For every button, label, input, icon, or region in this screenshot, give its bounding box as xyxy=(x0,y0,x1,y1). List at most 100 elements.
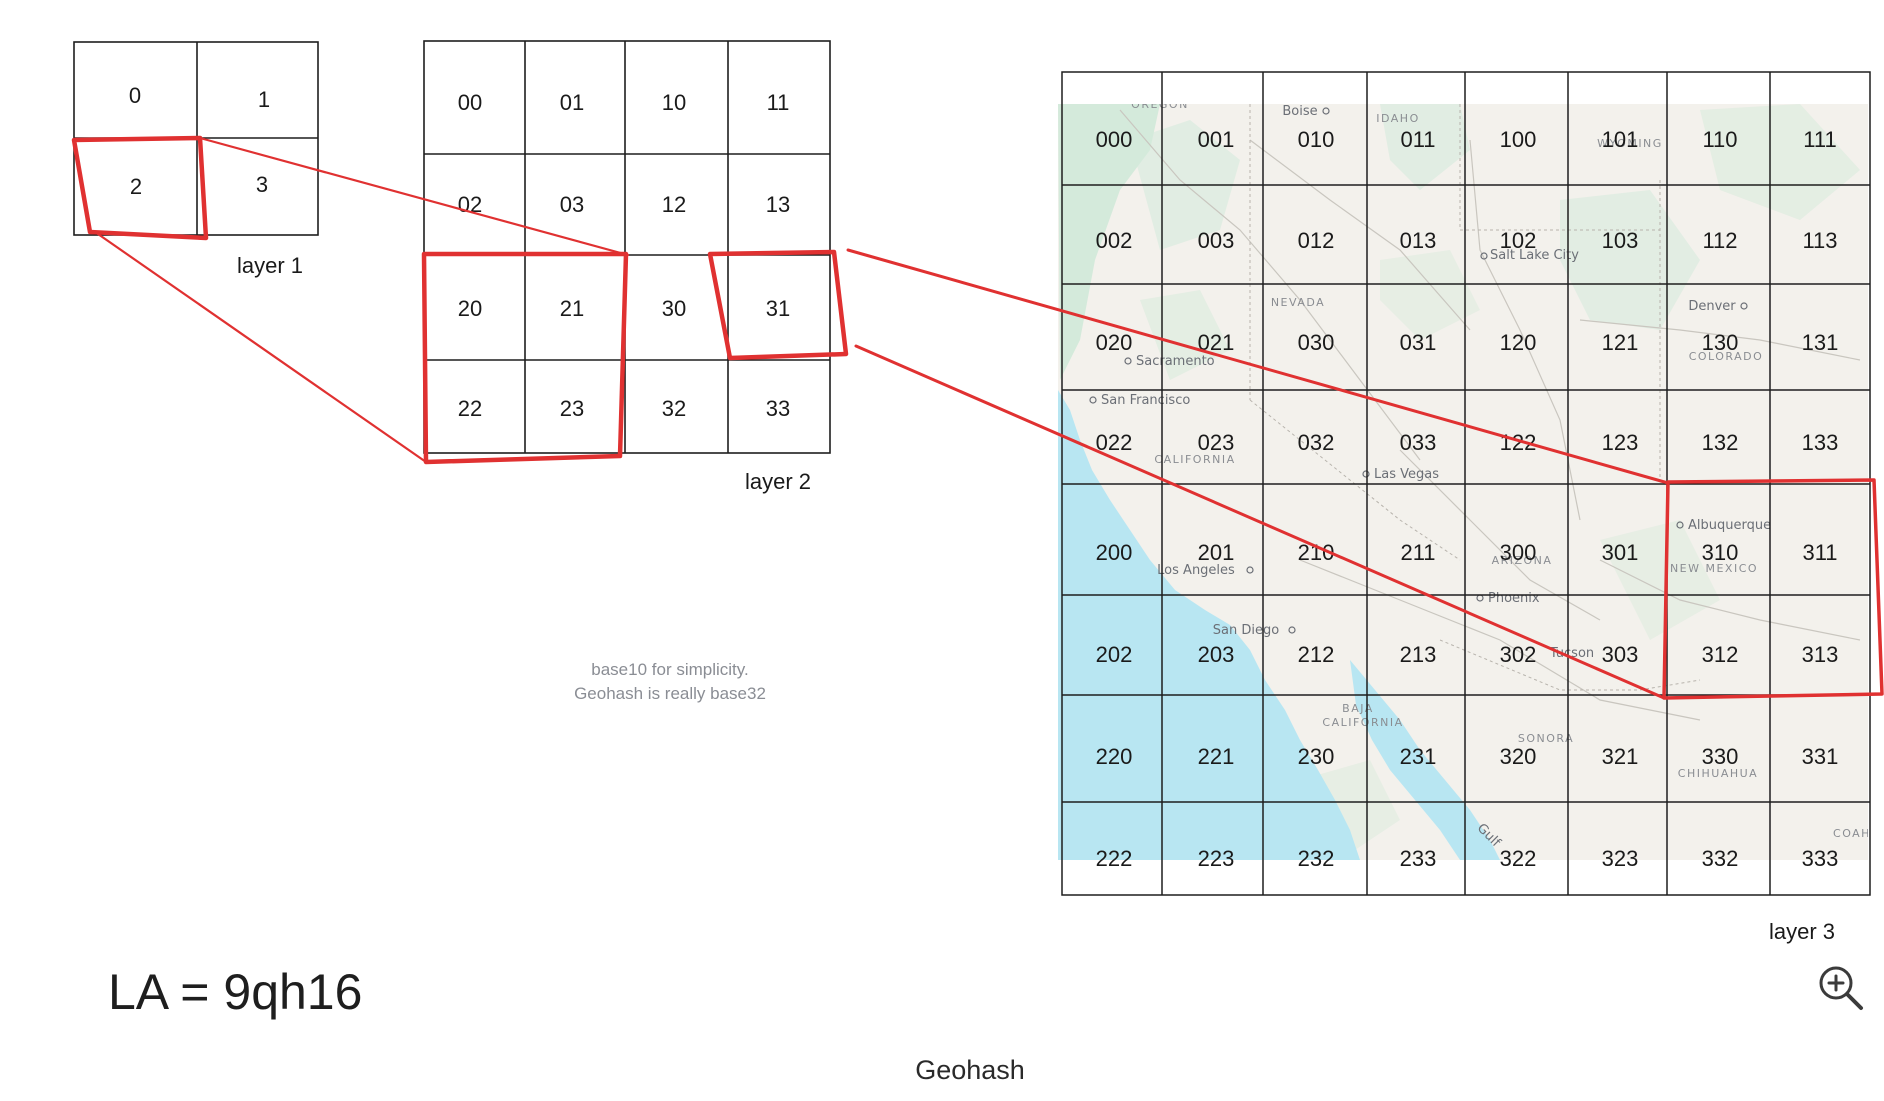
layer-3-cell-label: 312 xyxy=(1702,642,1739,667)
svg-text:NEVADA: NEVADA xyxy=(1271,296,1325,309)
layer-1-highlight-box xyxy=(71,135,209,241)
layer-3-cell-label: 013 xyxy=(1400,228,1437,253)
layer-3-cell-label: 131 xyxy=(1802,330,1839,355)
layer-2-cell-label: 32 xyxy=(662,396,686,421)
svg-text:CHIHUAHUA: CHIHUAHUA xyxy=(1678,767,1758,780)
layer-3-cell-label: 310 xyxy=(1702,540,1739,565)
svg-text:CALIFORNIA: CALIFORNIA xyxy=(1154,453,1235,466)
layer-3-cell-label: 331 xyxy=(1802,744,1839,769)
connector-line xyxy=(96,232,428,464)
connector-line xyxy=(846,248,1670,485)
layer-2-cell-label: 11 xyxy=(767,90,790,115)
layer-3-cell-label: 330 xyxy=(1702,744,1739,769)
layer-3-cell-label: 022 xyxy=(1096,430,1133,455)
svg-text:Las Vegas: Las Vegas xyxy=(1374,467,1439,482)
layer-3-cell-label: 031 xyxy=(1400,330,1437,355)
layer-3-cell-label: 033 xyxy=(1400,430,1437,455)
svg-text:COAH: COAH xyxy=(1833,827,1871,840)
svg-text:Albuquerque: Albuquerque xyxy=(1688,518,1771,533)
layer-3-cell-label: 100 xyxy=(1500,127,1537,152)
layer-3-cell-label: 223 xyxy=(1198,846,1235,871)
svg-text:COLORADO: COLORADO xyxy=(1689,350,1764,363)
layer-3-cell-label: 201 xyxy=(1198,540,1235,565)
layer-3-cell-label: 032 xyxy=(1298,430,1335,455)
svg-text:San Diego: San Diego xyxy=(1213,623,1279,638)
layer-3-cell-label: 232 xyxy=(1298,846,1335,871)
layer-3-cell-label: 212 xyxy=(1298,642,1335,667)
layer-2-cell-label: 23 xyxy=(560,396,584,421)
svg-text:Denver: Denver xyxy=(1688,299,1736,314)
highlight-annotations xyxy=(71,135,1884,700)
layer-3-cell-label: 113 xyxy=(1802,228,1837,253)
svg-text:Sacramento: Sacramento xyxy=(1136,354,1215,369)
layer-3-cell-label: 010 xyxy=(1298,127,1335,152)
svg-text:Phoenix: Phoenix xyxy=(1488,591,1540,606)
svg-text:NEW MEXICO: NEW MEXICO xyxy=(1670,562,1758,575)
layer-3-cell-label: 300 xyxy=(1500,540,1537,565)
layer-3-cell-label: 132 xyxy=(1702,430,1739,455)
layer-2-cell-label: 30 xyxy=(662,296,686,321)
layer-3-cell-label: 111 xyxy=(1803,127,1836,152)
layer-2-cell-label: 00 xyxy=(458,90,482,115)
layer-3-cell-label: 321 xyxy=(1602,744,1639,769)
layer-3-cell-label: 301 xyxy=(1602,540,1639,565)
zoom-in-icon[interactable] xyxy=(1816,963,1866,1013)
layer-3-cell-label: 023 xyxy=(1198,430,1235,455)
layer-3-cell-label: 333 xyxy=(1802,846,1839,871)
layer-3-cell-label: 213 xyxy=(1400,642,1437,667)
layer-3-cell-label: 323 xyxy=(1602,846,1639,871)
svg-text:BAJA: BAJA xyxy=(1342,702,1374,715)
layer-3-cell-label: 230 xyxy=(1298,744,1335,769)
layer-3-cell-label: 123 xyxy=(1602,430,1639,455)
connector-line xyxy=(854,344,1666,700)
layer-3-cell-label: 303 xyxy=(1602,642,1639,667)
layer-3-cell-label: 102 xyxy=(1500,228,1537,253)
layer-2-label: layer 2 xyxy=(745,469,811,494)
layer-3-cell-label: 020 xyxy=(1096,330,1133,355)
layer-3-cell-label: 110 xyxy=(1702,127,1737,152)
connector-line xyxy=(198,136,630,257)
layer-2-cell-label: 22 xyxy=(458,396,482,421)
layer-3-cell-label: 332 xyxy=(1702,846,1739,871)
layer-2-cell-label: 33 xyxy=(766,396,790,421)
svg-text:ARIZONA: ARIZONA xyxy=(1492,554,1553,567)
layer-3-cell-label: 103 xyxy=(1602,228,1639,253)
svg-text:OREGON: OREGON xyxy=(1131,98,1189,111)
layer-2-cell-label: 10 xyxy=(662,90,686,115)
layer-3-cell-label: 121 xyxy=(1602,330,1639,355)
svg-text:San Francisco: San Francisco xyxy=(1101,393,1190,408)
layer-3-cell-label: 030 xyxy=(1298,330,1335,355)
layer-3-cell-label: 003 xyxy=(1198,228,1235,253)
layer-3-cell-label: 101 xyxy=(1602,127,1639,152)
layer-3-highlight-box xyxy=(1662,478,1884,700)
layer-3-cell-label: 221 xyxy=(1198,744,1235,769)
layer-2-highlight-box-31 xyxy=(707,249,849,361)
diagram-caption: Geohash xyxy=(915,1055,1025,1085)
layer-1-cell-label: 1 xyxy=(258,87,270,112)
layer-3-cell-label: 322 xyxy=(1500,846,1537,871)
layer-2-cell-label: 21 xyxy=(560,296,584,321)
layer-2-cell-label: 20 xyxy=(458,296,482,321)
layer-2-cell-label: 12 xyxy=(662,192,686,217)
example-geohash: LA = 9qh16 xyxy=(108,964,363,1020)
layer-3-cell-label: 320 xyxy=(1500,744,1537,769)
note-line-1: base10 for simplicity. xyxy=(591,660,749,679)
layer-3-cell-label: 233 xyxy=(1400,846,1437,871)
layer-3-cell-label: 001 xyxy=(1198,127,1235,152)
layer-1-cell-label: 3 xyxy=(256,172,268,197)
layer-3-cell-label: 220 xyxy=(1096,744,1133,769)
svg-text:WYOMING: WYOMING xyxy=(1597,137,1663,150)
layer-3-cell-label: 202 xyxy=(1096,642,1133,667)
layer-3-cell-label: 231 xyxy=(1400,744,1437,769)
layer-3-cell-label: 000 xyxy=(1096,127,1133,152)
layer-3-cell-label: 002 xyxy=(1096,228,1133,253)
svg-text:Tucson: Tucson xyxy=(1549,646,1594,661)
layer-3-cell-label: 133 xyxy=(1802,430,1839,455)
layer-3-cell-label: 222 xyxy=(1096,846,1133,871)
layer-3-cell-label: 302 xyxy=(1500,642,1537,667)
layer-1-label: layer 1 xyxy=(237,253,303,278)
layer-2-cell-label: 01 xyxy=(560,90,584,115)
layer-3-cell-label: 130 xyxy=(1702,330,1739,355)
layer-1-cell-label: 2 xyxy=(130,174,142,199)
